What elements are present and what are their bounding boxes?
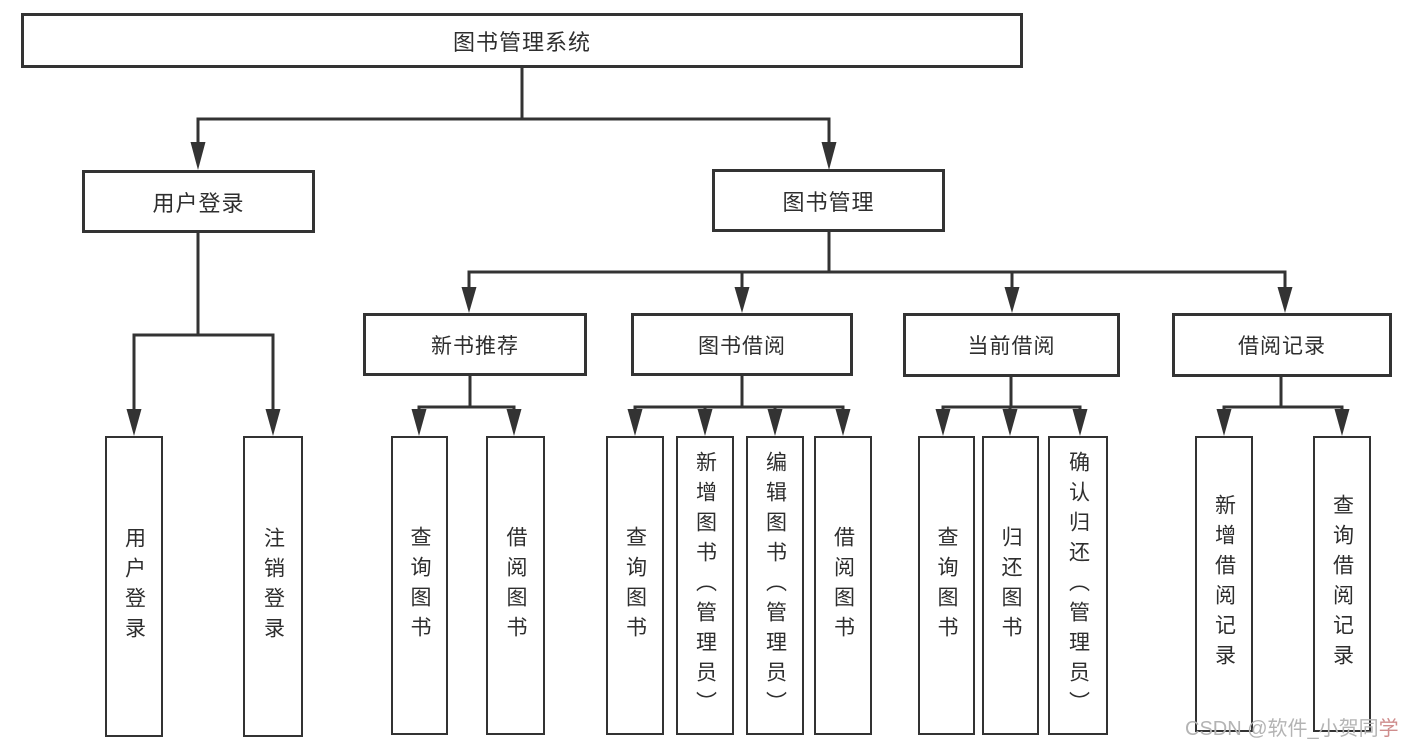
node-root-label: 图书管理系统: [452, 29, 591, 55]
csdn-watermark-red: 学: [1378, 718, 1399, 740]
leaf-bb-borrow-books-label: 借阅图书: [831, 525, 855, 646]
leaf-bb-add-books-label: 新增图书（管理员）: [693, 450, 717, 721]
leaf-cb-return-books-label: 归还图书: [999, 525, 1022, 646]
node-book-management-label: 图书管理: [782, 189, 875, 215]
csdn-watermark: CSDN @软件_小贺同学: [1185, 714, 1403, 744]
leaf-br-query-record-label: 查询借阅记录: [1330, 494, 1354, 674]
leaf-bb-query-books-label: 查询图书: [623, 525, 647, 646]
leaf-bb-edit-books-label: 编辑图书（管理员）: [763, 450, 787, 721]
leaf-logout: 注销登录: [243, 436, 303, 737]
node-current-borrow-label: 当前借阅: [967, 335, 1056, 358]
node-new-book-recommend-label: 新书推荐: [431, 334, 519, 358]
leaf-nb-query-books-label: 查询图书: [408, 525, 431, 646]
node-current-borrow: 当前借阅: [903, 313, 1120, 377]
leaf-cb-confirm-return-label: 确认归还（管理员）: [1066, 450, 1090, 721]
leaf-br-add-record: 新增借阅记录: [1195, 436, 1253, 732]
leaf-cb-query-books: 查询图书: [918, 436, 975, 735]
node-user-login-label: 用户登录: [152, 190, 245, 216]
leaf-cb-confirm-return: 确认归还（管理员）: [1048, 436, 1108, 735]
node-book-borrow-label: 图书借阅: [698, 334, 786, 358]
csdn-watermark-gray: CSDN @软件_小贺同: [1185, 718, 1379, 740]
node-root: 图书管理系统: [21, 13, 1023, 68]
leaf-logout-label: 注销登录: [261, 526, 285, 647]
leaf-nb-borrow-books-label: 借阅图书: [504, 525, 527, 646]
leaf-bb-edit-books: 编辑图书（管理员）: [746, 436, 804, 735]
leaf-user-login-label: 用户登录: [122, 526, 146, 647]
node-new-book-recommend: 新书推荐: [363, 313, 587, 376]
leaf-nb-query-books: 查询图书: [391, 436, 448, 735]
leaf-bb-add-books: 新增图书（管理员）: [676, 436, 734, 735]
node-book-borrow: 图书借阅: [631, 313, 853, 376]
leaf-user-login: 用户登录: [105, 436, 163, 737]
node-book-management: 图书管理: [712, 169, 945, 232]
node-user-login: 用户登录: [82, 170, 315, 233]
leaf-br-add-record-label: 新增借阅记录: [1212, 494, 1236, 674]
leaf-cb-return-books: 归还图书: [982, 436, 1039, 735]
node-borrow-records: 借阅记录: [1172, 313, 1392, 377]
node-borrow-records-label: 借阅记录: [1238, 335, 1326, 358]
leaf-cb-query-books-label: 查询图书: [935, 525, 958, 646]
leaf-bb-query-books: 查询图书: [606, 436, 664, 735]
leaf-br-query-record: 查询借阅记录: [1313, 436, 1371, 732]
leaf-nb-borrow-books: 借阅图书: [486, 436, 545, 735]
leaf-bb-borrow-books: 借阅图书: [814, 436, 872, 735]
